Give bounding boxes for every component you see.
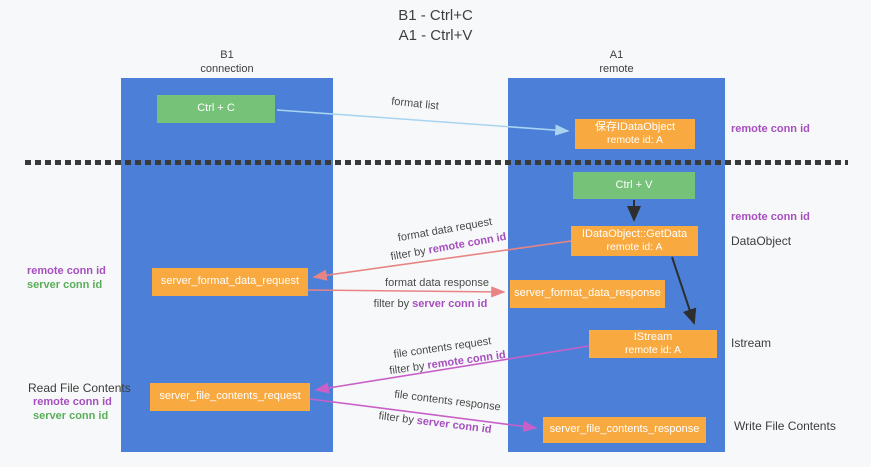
server-format-data-request-label: server_format_data_request: [160, 275, 300, 288]
ctrl-v-box: Ctrl + V: [573, 172, 695, 199]
write-file-contents-label: Write File Contents: [734, 419, 836, 433]
server-format-data-response-box: server_format_data_response: [510, 280, 665, 308]
dashed-divider: [25, 160, 848, 165]
read-file-contents-label: Read File Contents: [28, 381, 131, 395]
ctrl-v-label: Ctrl + V: [615, 178, 653, 191]
diagram-title: B1 - Ctrl+C A1 - Ctrl+V: [0, 6, 871, 47]
server-file-contents-request-label: server_file_contents_request: [159, 390, 301, 403]
file-contents-response-label: file contents response: [393, 388, 502, 414]
idataobject-getdata-box: IDataObject::GetData remote id: A: [571, 226, 698, 256]
server-conn-id-text: server conn id: [412, 298, 488, 310]
save-idataobject-box: 保存IDataObject remote id: A: [575, 119, 695, 149]
left-column-name: B1: [220, 49, 234, 61]
save-idataobject-remote-id: remote id: A: [606, 134, 664, 147]
server-file-contents-response-box: server_file_contents_response: [543, 417, 706, 443]
right-column-name: A1: [609, 49, 624, 61]
left-remote-conn-id-2: remote conn id: [33, 396, 112, 408]
right-remote-conn-id-1: remote conn id: [731, 123, 810, 135]
server-conn-id-text: server conn id: [416, 414, 493, 436]
save-idataobject-label: 保存IDataObject: [594, 120, 676, 133]
right-column-role: remote: [599, 62, 634, 75]
istream-box: IStream remote id: A: [589, 330, 717, 358]
ctrl-c-label: Ctrl + C: [197, 102, 235, 115]
right-column-header: A1 remote: [508, 49, 725, 77]
idataobject-getdata-label: IDataObject::GetData: [581, 227, 688, 240]
left-column-header: B1 connection: [121, 49, 333, 77]
server-file-contents-request-box: server_file_contents_request: [150, 383, 310, 411]
left-server-conn-id-2: server conn id: [33, 410, 109, 422]
format-data-response-label: format data response: [385, 277, 489, 289]
filter-by-text: filter by: [377, 410, 415, 427]
left-server-conn-id-1: server conn id: [27, 279, 103, 291]
server-file-contents-response-label: server_file_contents_response: [549, 423, 700, 436]
filter-by-text: filter by: [388, 360, 426, 378]
format-list-label: format list: [390, 95, 440, 113]
idataobject-getdata-remote-id: remote id: A: [606, 241, 663, 254]
format-data-response-arrow: [307, 286, 506, 298]
filter-by-text: filter by: [373, 298, 410, 310]
right-remote-conn-id-2: remote conn id: [731, 211, 810, 223]
title-line-1: B1 - Ctrl+C: [398, 7, 473, 24]
left-column-role: connection: [200, 62, 254, 75]
dataobject-label: DataObject: [731, 234, 792, 248]
title-line-2: A1 - Ctrl+V: [398, 27, 473, 45]
ctrl-c-box: Ctrl + C: [157, 95, 275, 123]
istream-label: IStream: [633, 330, 673, 343]
filter-by-text: filter by: [389, 245, 427, 264]
server-format-data-response-label: server_format_data_response: [514, 287, 661, 300]
server-format-data-request-box: server_format_data_request: [152, 268, 308, 296]
istream-side-label: Istream: [731, 336, 772, 350]
left-remote-conn-id-1: remote conn id: [27, 265, 106, 277]
istream-remote-id: remote id: A: [624, 344, 682, 357]
